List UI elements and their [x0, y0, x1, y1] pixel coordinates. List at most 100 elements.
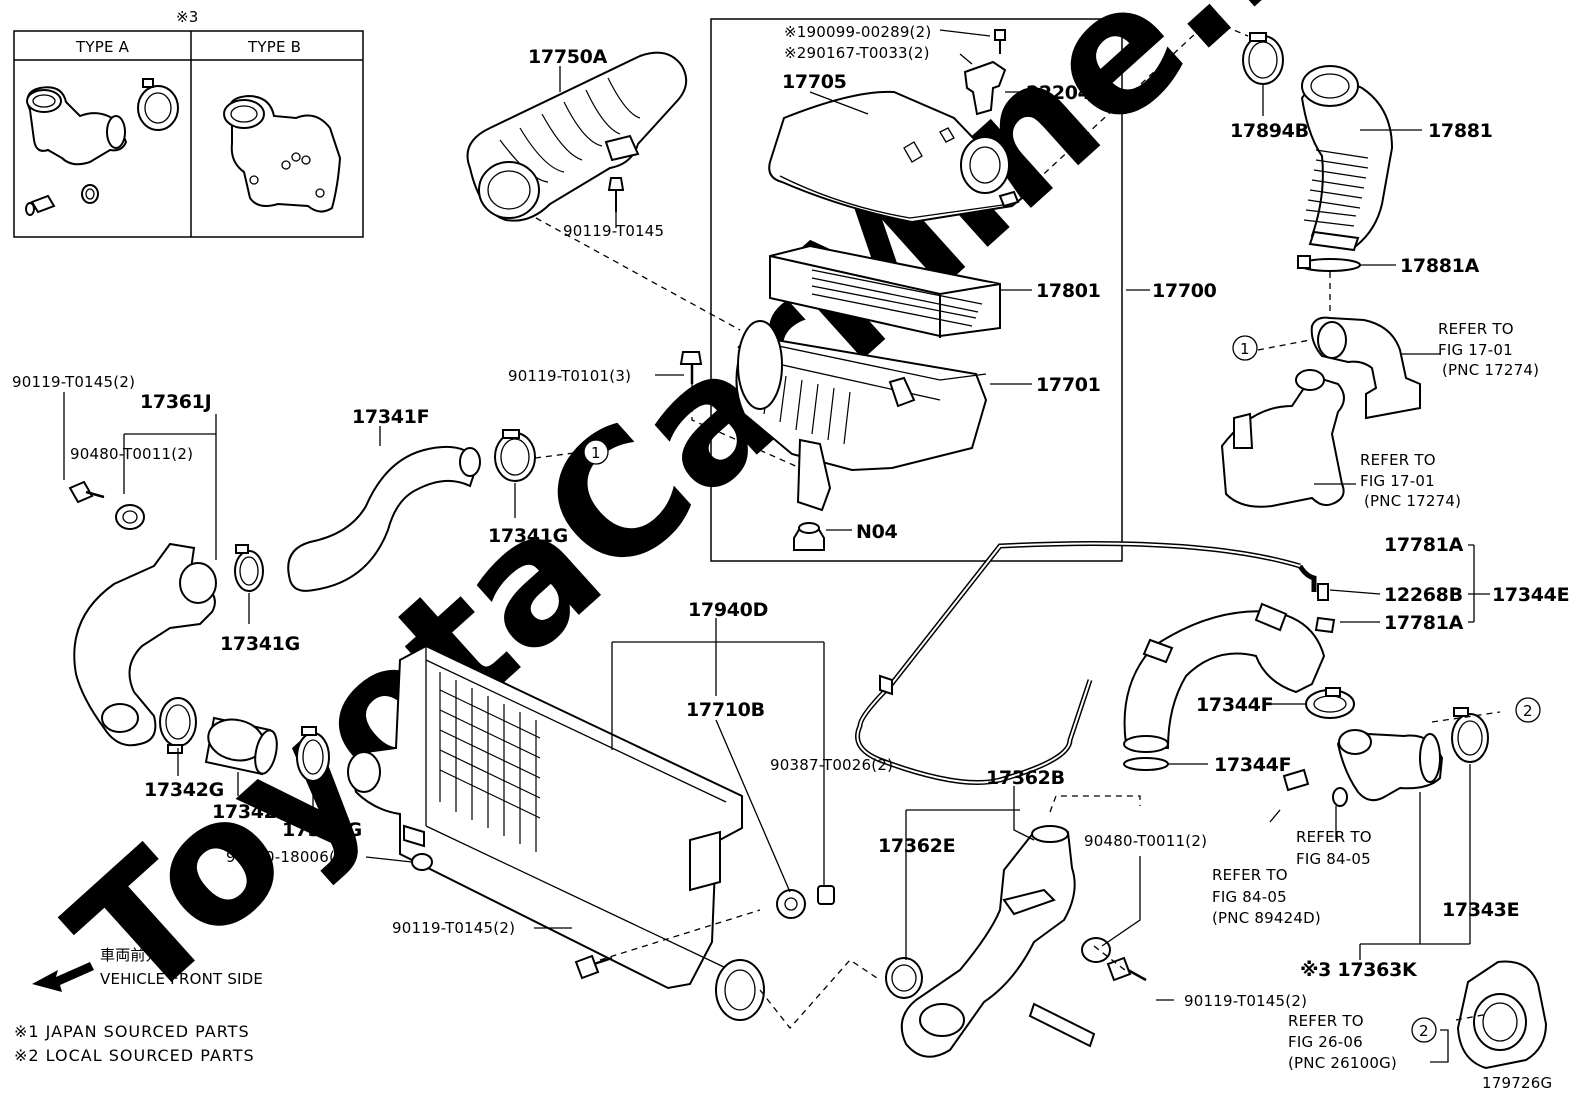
vehicle-front-indicator: 車両前方 VEHICLE FRONT SIDE: [32, 946, 263, 992]
ref5-line1: REFER TO: [1288, 1012, 1364, 1030]
throttle-body-upper: [1220, 369, 1345, 508]
label-17705[interactable]: 17705: [782, 71, 847, 93]
type-a-elbow-icon: [25, 78, 179, 216]
label-90480-T0011-right[interactable]: 90480-T0011(2): [1084, 832, 1207, 850]
legend: ※1 JAPAN SOURCED PARTS ※2 LOCAL SOURCED …: [14, 1022, 255, 1065]
label-90119-T0145-air[interactable]: 90119-T0145: [563, 222, 664, 240]
label-90387-T0026[interactable]: 90387-T0026(2): [770, 756, 893, 774]
clamp-17341G-top: [494, 429, 536, 482]
label-190099-00289[interactable]: ※190099-00289(2): [784, 23, 931, 41]
throttle-elbow-upper: [1310, 316, 1421, 420]
intercooler-17940D: [347, 644, 765, 1021]
clamp-17343E: [1451, 707, 1489, 763]
label-17344F-bottom[interactable]: 17344F: [1214, 754, 1292, 776]
clamp-17342G-right: [296, 726, 330, 782]
collar-90480-T0011-left: [115, 504, 145, 530]
ref3-line1: REFER TO: [1296, 828, 1372, 846]
svg-text:1: 1: [591, 444, 601, 462]
throttle-elbow-lower: [1336, 729, 1444, 802]
label-17700[interactable]: 17700: [1152, 280, 1217, 302]
clamp-17781A-bottom: [1314, 616, 1336, 634]
ref4-line1: REFER TO: [1212, 866, 1288, 884]
inset-mark: ※3: [176, 8, 199, 26]
bolt-90119-T0145-bottom: [574, 954, 613, 980]
label-90480-T0011-left[interactable]: 90480-T0011(2): [70, 445, 193, 463]
hose-17341F: [287, 446, 481, 592]
label-17362E[interactable]: 17362E: [878, 835, 956, 857]
hose-17342F: [204, 716, 278, 776]
leader-lines: [63, 29, 1490, 1001]
label-17362B[interactable]: 17362B: [986, 767, 1065, 789]
ref5-line3: (PNC 26100G): [1288, 1054, 1397, 1072]
type-inset: ※3 TYPE A TYPE B: [13, 8, 364, 238]
clamp-17342G-left: [159, 697, 197, 754]
label-17750A[interactable]: 17750A: [528, 46, 608, 68]
cushion-90387-T0026: [817, 885, 835, 905]
front-jp: 車両前方: [100, 946, 161, 964]
label-17781A-bottom[interactable]: 17781A: [1384, 612, 1464, 634]
label-17781A-top[interactable]: 17781A: [1384, 534, 1464, 556]
air-filter-17801: [769, 244, 1001, 338]
label-17342G-left[interactable]: 17342G: [144, 779, 224, 801]
ref1-line3: (PNC 17274): [1442, 361, 1539, 379]
callout-2-top: 2: [1515, 697, 1541, 723]
figure-number: 179726G: [1482, 1074, 1552, 1092]
label-90480-18006[interactable]: 90480-18006(2): [226, 848, 351, 866]
air-cleaner-case-17701: [735, 320, 988, 512]
label-17341G-top[interactable]: 17341G: [488, 525, 568, 547]
front-arrow-icon: [32, 962, 94, 992]
intake-duct-17750A: [466, 51, 688, 222]
air-hose-17881: [1300, 65, 1394, 252]
label-17881[interactable]: 17881: [1428, 120, 1493, 142]
label-90119-T0145-right[interactable]: 90119-T0145(2): [1184, 992, 1307, 1010]
svg-text:1: 1: [1240, 340, 1250, 358]
label-17710B[interactable]: 17710B: [686, 699, 765, 721]
label-17341F[interactable]: 17341F: [352, 406, 430, 428]
label-17801[interactable]: 17801: [1036, 280, 1101, 302]
front-en: VEHICLE FRONT SIDE: [100, 970, 263, 988]
air-cleaner-group-frame: [710, 18, 1123, 562]
label-12268B[interactable]: 12268B: [1384, 584, 1463, 606]
label-17701[interactable]: 17701: [1036, 374, 1101, 396]
legend-line1: ※1 JAPAN SOURCED PARTS: [14, 1022, 250, 1041]
legend-line2: ※2 LOCAL SOURCED PARTS: [14, 1046, 255, 1065]
clamp-17362E: [885, 957, 923, 999]
clamp-17344F-top: [1305, 687, 1355, 719]
ref4-line2: FIG 84-05: [1212, 888, 1287, 906]
ref2-line3: (PNC 17274): [1364, 492, 1461, 510]
air-cleaner-cap-17705: [768, 90, 1024, 224]
label-290167-T0033[interactable]: ※290167-T0033(2): [784, 44, 930, 62]
label-17894B[interactable]: 17894B: [1230, 120, 1309, 142]
ref2-line1: REFER TO: [1360, 451, 1436, 469]
bolt-90119-T0145-left: [68, 480, 105, 504]
callout-1-right: 1: [1232, 335, 1258, 361]
sensor-89424D: [1282, 768, 1348, 807]
label-17344F-top[interactable]: 17344F: [1196, 694, 1274, 716]
svg-text:2: 2: [1419, 1022, 1429, 1040]
label-17342F[interactable]: 17342F: [212, 801, 290, 823]
label-90119-T0145-left[interactable]: 90119-T0145(2): [12, 373, 135, 391]
label-17363K[interactable]: ※3 17363K: [1300, 959, 1418, 981]
pipe-17362B: [900, 825, 1096, 1058]
label-N04[interactable]: N04: [856, 521, 898, 543]
label-17341G-mid[interactable]: 17341G: [220, 633, 300, 655]
label-17881A[interactable]: 17881A: [1400, 255, 1480, 277]
collar-90480-T0011-right: [1081, 937, 1111, 963]
label-90119-T0145-bottom[interactable]: 90119-T0145(2): [392, 919, 515, 937]
label-17342G-right[interactable]: 17342G: [282, 819, 362, 841]
label-90119-T0101[interactable]: 90119-T0101(3): [508, 367, 631, 385]
ref5-line2: FIG 26-06: [1288, 1033, 1363, 1051]
bolt-90119-T0101: [679, 351, 703, 384]
grommet-N04: [793, 522, 825, 551]
hose-17344E: [1123, 602, 1326, 753]
label-22204[interactable]: 22204: [1026, 82, 1091, 104]
callout-2-bottom: 2: [1411, 1017, 1437, 1043]
label-17344E[interactable]: 17344E: [1492, 584, 1570, 606]
label-17361J[interactable]: 17361J: [140, 391, 212, 413]
label-17940D[interactable]: 17940D: [688, 599, 768, 621]
inset-type-a: TYPE A: [75, 38, 130, 56]
vacuum-hose-17781A: [855, 541, 1317, 785]
label-17343E[interactable]: 17343E: [1442, 899, 1520, 921]
ref2-line2: FIG 17-01: [1360, 472, 1435, 490]
throttle-body-26100G: [1456, 960, 1548, 1070]
